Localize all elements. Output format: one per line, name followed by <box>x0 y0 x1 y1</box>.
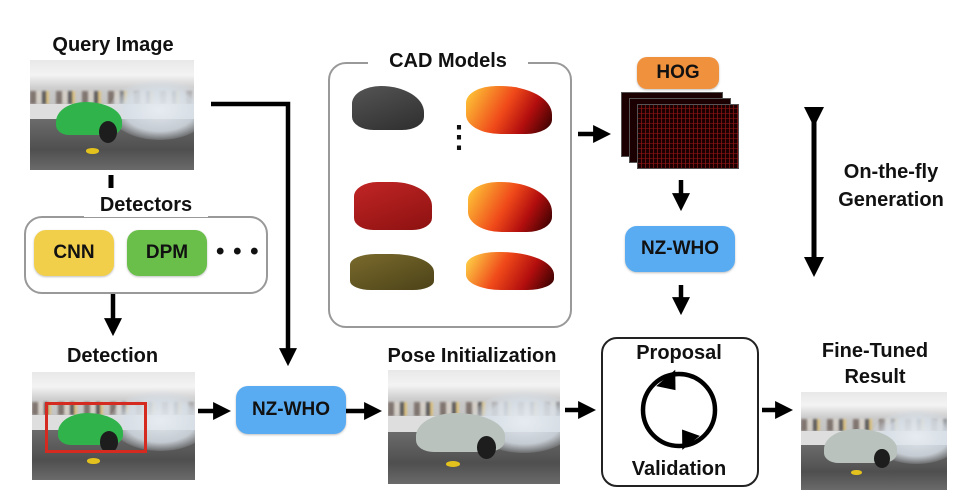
cad-depth-map-1 <box>466 86 552 134</box>
pose-initialization-photo <box>388 370 560 484</box>
fine-tuned-result-photo <box>801 392 947 490</box>
detection-bounding-box <box>45 402 147 453</box>
cad-depth-map-2 <box>468 182 552 232</box>
query-image-title: Query Image <box>52 34 174 56</box>
cad-model-olive-coupe <box>350 254 434 290</box>
detection-photo <box>32 372 195 480</box>
cad-depth-map-3 <box>466 252 554 290</box>
pose-initialization-title: Pose Initialization <box>387 345 557 367</box>
query-image-photo <box>30 60 194 170</box>
cad-models-title: CAD Models <box>368 50 528 73</box>
proposal-label: Proposal <box>636 342 722 364</box>
detector-cnn: CNN <box>34 230 114 276</box>
validation-label: Validation <box>631 458 727 480</box>
cad-model-dark-sedan <box>352 86 424 130</box>
arrow-query-to-nzwho <box>211 101 297 367</box>
fine-tuned-line1: Fine-Tuned <box>821 340 929 362</box>
detector-dpm: DPM <box>127 230 207 276</box>
fine-tuned-line2: Result <box>844 366 906 388</box>
cad-models-ellipsis: ⋮ <box>444 121 474 154</box>
fine-tuned-result-title: Fine-Tuned Result <box>790 338 960 390</box>
detectors-title: Detectors <box>84 194 208 217</box>
nzwho-right-block: NZ-WHO <box>625 226 735 272</box>
detection-title: Detection <box>66 345 159 367</box>
on-the-fly-line1: On-the-fly <box>843 161 939 183</box>
detectors-more-ellipsis: • • • <box>216 238 260 265</box>
on-the-fly-label: On-the-fly Generation <box>826 158 956 214</box>
nzwho-bottom-block: NZ-WHO <box>236 386 346 434</box>
hog-label-block: HOG <box>637 57 719 89</box>
on-the-fly-line2: Generation <box>838 189 944 211</box>
cad-model-red-suv <box>354 182 432 230</box>
hog-feature-map-1 <box>637 104 739 169</box>
